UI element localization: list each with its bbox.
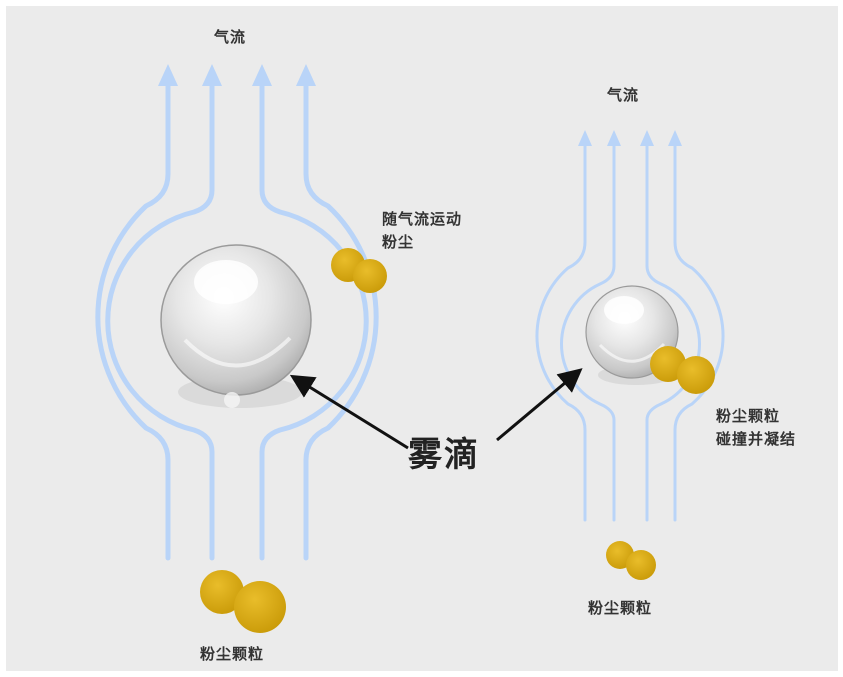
- right-arrowhead-1: [578, 130, 592, 146]
- left-airflow-lines: [95, 83, 379, 561]
- left-arrowhead-4: [296, 64, 316, 86]
- left-dust-particle: [200, 570, 286, 633]
- right-streamline-inner-left: [560, 143, 616, 522]
- left-arrowhead-2: [202, 64, 222, 86]
- right-collision-label: 粉尘颗粒 碰撞并凝结: [716, 405, 796, 452]
- left-arrowhead-1: [158, 64, 178, 86]
- pointer-arrow-right: [496, 368, 583, 442]
- left-airflow-arrowheads: [158, 64, 316, 86]
- right-arrowhead-2: [607, 130, 621, 146]
- right-airflow-lines: [535, 143, 725, 522]
- right-airflow-arrowheads: [578, 130, 682, 146]
- left-streamline-inner-left: [105, 83, 215, 561]
- right-streamline-outer-left: [535, 143, 587, 522]
- right-collision-label-line1: 粉尘颗粒: [716, 407, 781, 425]
- left-water-droplet: [160, 244, 312, 408]
- right-streamline-inner-right: [645, 143, 701, 522]
- left-airflow-label: 气流: [214, 28, 247, 46]
- right-arrowhead-4: [668, 130, 682, 146]
- left-moving-dust-label: 随气流运动 粉尘: [382, 208, 462, 255]
- left-dust-particle-label: 粉尘颗粒: [200, 645, 265, 663]
- droplet-pointer-arrows: [289, 368, 583, 450]
- right-arrowhead-3: [640, 130, 654, 146]
- right-streamline-outer-right: [673, 143, 725, 522]
- right-airflow-label: 气流: [607, 86, 640, 104]
- right-dust-particle-label: 粉尘颗粒: [588, 599, 653, 617]
- left-moving-dust-label-line1: 随气流运动: [382, 210, 463, 228]
- right-dust-particle: [606, 541, 656, 580]
- right-colliding-dust: [650, 346, 715, 394]
- left-streamline-inner-right: [259, 83, 369, 561]
- pointer-arrow-left: [289, 374, 409, 450]
- left-moving-dust-label-line2: 粉尘: [382, 233, 415, 252]
- left-moving-dust: [331, 248, 387, 293]
- droplet-label: 雾滴: [408, 435, 480, 475]
- left-arrowhead-3: [252, 64, 272, 86]
- left-streamline-outer-left: [95, 83, 171, 561]
- left-streamline-outer-right: [303, 83, 379, 561]
- right-collision-label-line2: 碰撞并凝结: [716, 430, 797, 449]
